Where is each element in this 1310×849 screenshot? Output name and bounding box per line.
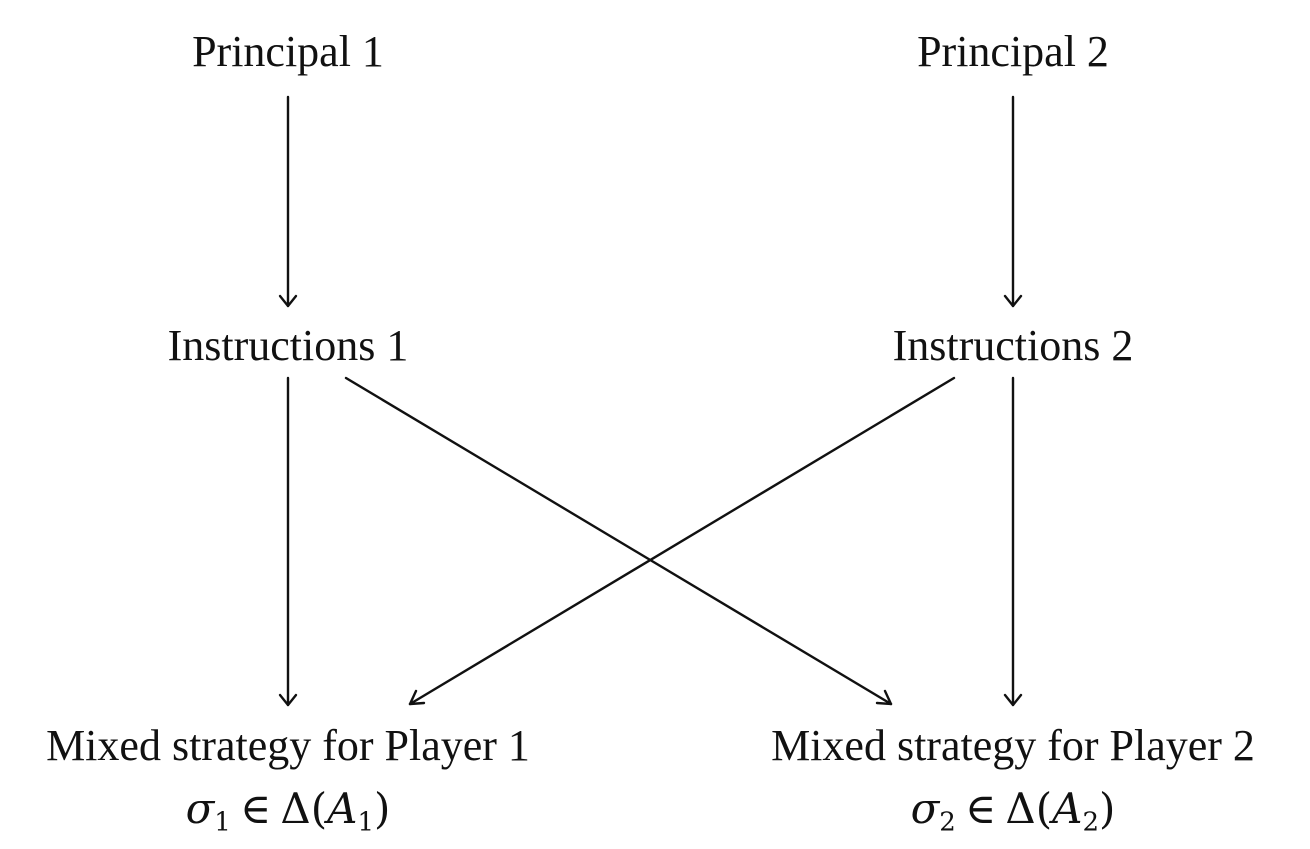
sigma-symbol: σ [910, 784, 940, 833]
delta-symbol: Δ( [1005, 784, 1053, 833]
node-mixed-strategy-player-2: Mixed strategy for Player 2 [771, 721, 1255, 770]
node-mixed-strategy-player-1: Mixed strategy for Player 1 [46, 721, 530, 770]
action-set-subscript: 1 [357, 807, 375, 838]
close-paren: ) [1099, 784, 1116, 833]
node-principal-1: Principal 1 [192, 27, 384, 76]
node-instructions-1: Instructions 1 [167, 321, 409, 370]
sigma-subscript: 1 [214, 807, 231, 838]
edge-instructions2-to-strategy1 [408, 376, 956, 706]
node-instructions-2: Instructions 2 [892, 321, 1134, 370]
action-set-symbol: A [327, 784, 358, 833]
edge-instructions1-to-strategy1 [278, 376, 298, 707]
element-of-symbol: ∈ [240, 784, 272, 833]
element-of-symbol: ∈ [965, 784, 997, 833]
node-principal-2: Principal 2 [917, 27, 1109, 76]
formula-player-2: σ2∈Δ(A2) [911, 788, 1116, 838]
edge-principal1-to-instructions1 [278, 95, 298, 308]
edge-instructions1-to-strategy2 [344, 376, 893, 706]
sigma-subscript: 2 [939, 807, 956, 838]
close-paren: ) [374, 784, 391, 833]
delta-symbol: Δ( [280, 784, 328, 833]
edge-principal2-to-instructions2 [1003, 95, 1023, 308]
action-set-subscript: 2 [1082, 807, 1100, 838]
sigma-symbol: σ [185, 784, 215, 833]
edge-instructions2-to-strategy2 [1003, 376, 1023, 707]
action-set-symbol: A [1052, 784, 1083, 833]
formula-player-1: σ1∈Δ(A1) [186, 788, 391, 838]
